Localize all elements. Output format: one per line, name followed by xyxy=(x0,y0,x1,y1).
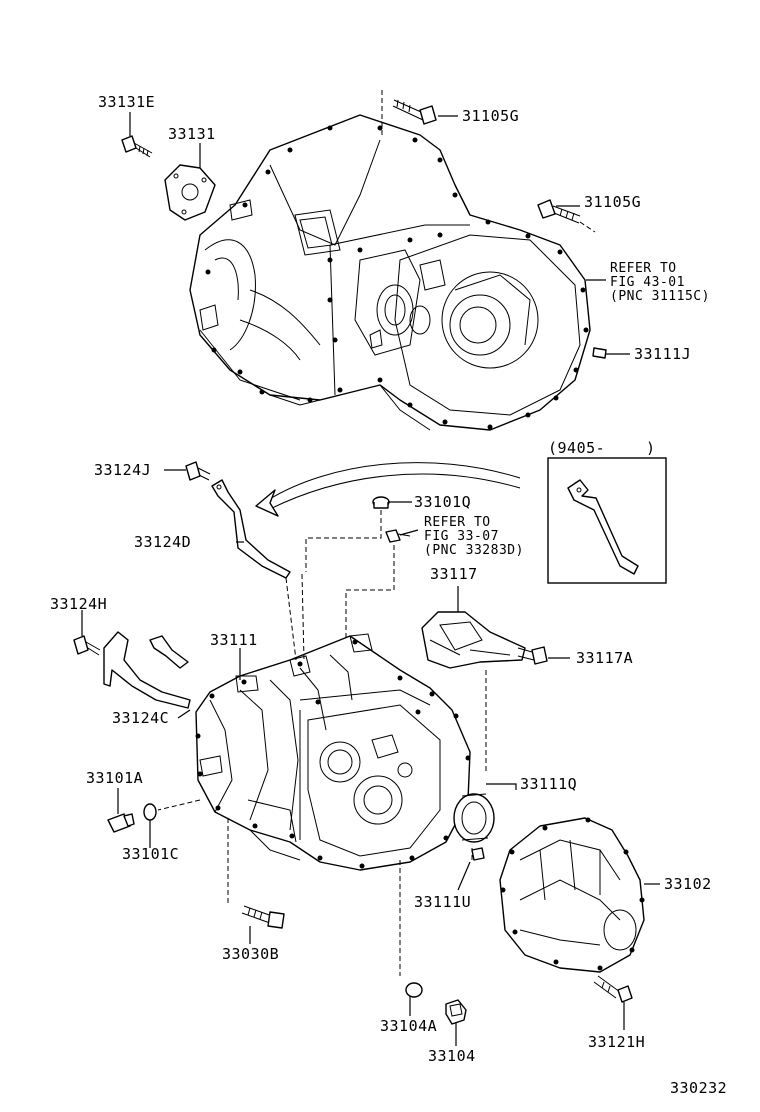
upper-leader-lines xyxy=(129,112,630,355)
bolt-33131E xyxy=(121,135,153,158)
label-33101C: 33101C xyxy=(122,845,180,863)
label-33124C: 33124C xyxy=(112,709,170,727)
label-33124H: 33124H xyxy=(50,595,108,613)
bracket-33124C xyxy=(103,631,191,709)
label-33131: 33131 xyxy=(168,125,216,143)
upper-case-bolt-holes xyxy=(205,125,589,430)
label-33101A: 33101A xyxy=(86,769,144,787)
cover-33131 xyxy=(164,164,216,221)
lower-case-bolt-holes xyxy=(195,639,471,869)
bolt-33030B xyxy=(241,905,285,929)
figure-number: 330232 xyxy=(670,1079,728,1097)
label-33111U: 33111U xyxy=(414,893,472,911)
label-refer-fig-33-07-line2: FIG 33-07 xyxy=(424,529,499,544)
bolt-33121H xyxy=(593,975,633,1003)
plug-33101A xyxy=(107,813,135,833)
label-33104A: 33104A xyxy=(380,1017,438,1035)
bracket-33124D xyxy=(211,479,291,579)
upper-transaxle-case xyxy=(189,114,591,431)
dashed-alignment-lines xyxy=(157,510,487,976)
label-33131E: 33131E xyxy=(98,93,156,111)
label-33101Q: 33101Q xyxy=(414,493,472,511)
label-refer-fig-43-01-line1: REFER TO xyxy=(610,261,677,276)
label-33030B: 33030B xyxy=(222,945,280,963)
pin-33111J xyxy=(592,347,607,359)
plug-33101Q xyxy=(372,496,390,509)
plug-33104 xyxy=(445,999,467,1025)
label-inset-9405: (9405- xyxy=(548,439,606,457)
label-refer-fig-33-07-line1: REFER TO xyxy=(424,515,491,530)
gasket-33101C xyxy=(143,803,157,821)
label-33111Q: 33111Q xyxy=(520,775,578,793)
label-33111J: 33111J xyxy=(634,345,692,363)
bolt-31105G-top xyxy=(392,99,437,125)
housing-bolt-holes xyxy=(500,817,645,971)
label-33102: 33102 xyxy=(664,875,712,893)
label-31105G-top: 31105G xyxy=(462,107,520,125)
gasket-33104A xyxy=(405,982,423,998)
bolt-31105G-mid xyxy=(537,199,581,224)
oil-seal-33111Q xyxy=(453,793,495,843)
label-33117: 33117 xyxy=(430,565,478,583)
bolt-33124J xyxy=(185,461,211,481)
label-refer-fig-43-01-line3: (PNC 31115C) xyxy=(610,289,710,304)
label-33117A: 33117A xyxy=(576,649,634,667)
label-33124D: 33124D xyxy=(134,533,192,551)
pin-33111U xyxy=(471,847,485,861)
lower-transaxle-case-33111 xyxy=(195,633,471,871)
bolt-33124H xyxy=(73,635,101,656)
label-33104: 33104 xyxy=(428,1047,476,1065)
plug-refer-33283D xyxy=(385,529,411,543)
label-33124J: 33124J xyxy=(94,461,152,479)
cover-33117 xyxy=(421,611,526,669)
bolt-33117A xyxy=(517,646,548,665)
label-33121H: 33121H xyxy=(588,1033,646,1051)
label-31105G-mid: 31105G xyxy=(584,193,642,211)
label-inset-close: ) xyxy=(646,439,656,457)
label-refer-fig-43-01-line2: FIG 43-01 xyxy=(610,275,685,290)
label-33111: 33111 xyxy=(210,631,258,649)
housing-33102 xyxy=(499,817,645,973)
label-refer-fig-33-07-line3: (PNC 33283D) xyxy=(424,543,524,558)
lower-leader-lines xyxy=(81,469,660,1046)
assembly-direction-arrow xyxy=(255,462,521,517)
inset-box-9405 xyxy=(547,457,667,584)
